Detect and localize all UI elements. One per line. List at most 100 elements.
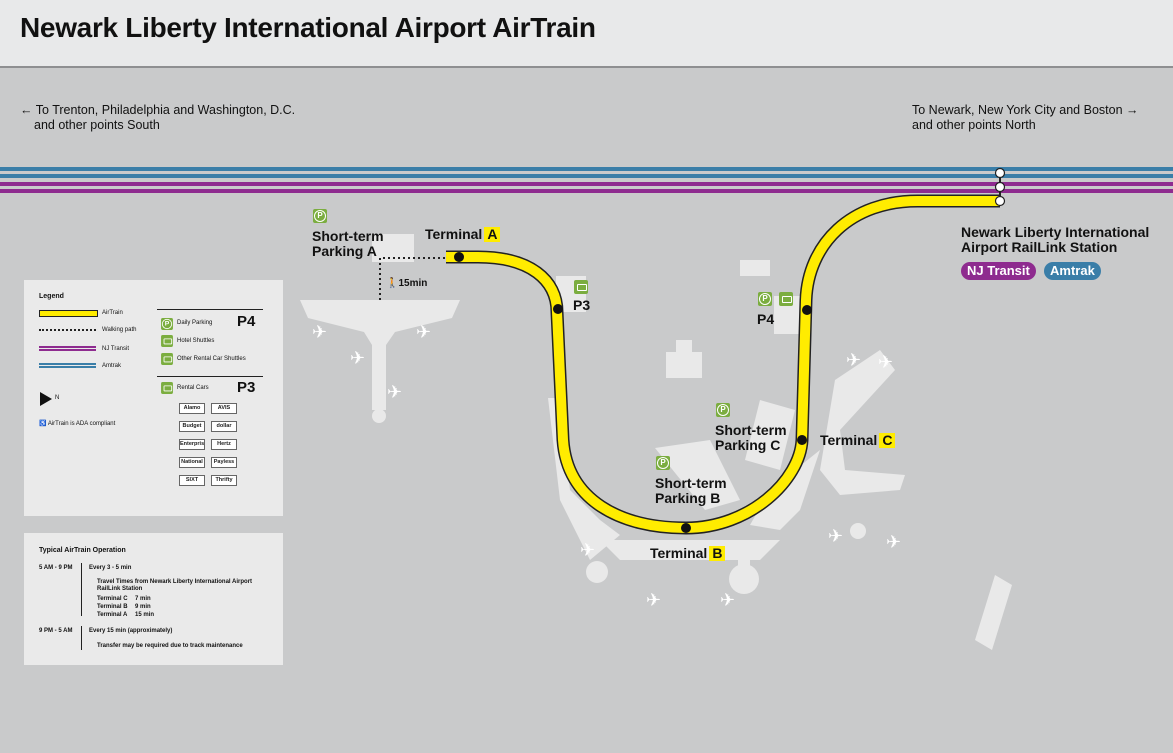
- terminal-a-text: Terminal: [425, 226, 483, 242]
- legend-panel: Legend AirTrain Walking path NJ Transit …: [24, 280, 283, 516]
- terminal-b-west-wing: [548, 398, 620, 560]
- terminal-b-text: Terminal: [650, 545, 708, 561]
- legend-walking-label: Walking path: [102, 327, 137, 333]
- parking-icon: P: [161, 318, 173, 330]
- parking-icon: P: [716, 403, 730, 417]
- nj-transit-line-2: [0, 189, 1173, 193]
- nj-transit-line-1: [0, 182, 1173, 186]
- stop-terminal-b[interactable]: [681, 523, 691, 533]
- short-term-parking-a[interactable]: Short-term Parking A: [312, 229, 384, 259]
- parking-a-line2: Parking A: [312, 243, 377, 259]
- airplane-icon: ✈: [646, 590, 661, 611]
- direction-south-line1: ← To Trenton, Philadelphia and Washingto…: [20, 103, 296, 117]
- legend-north-label: N: [55, 395, 60, 401]
- travel-title-line1: Travel Times from Newark Liberty Interna…: [97, 579, 253, 585]
- stop-p3[interactable]: [553, 304, 563, 314]
- short-term-parking-c[interactable]: Short-term Parking C: [715, 423, 787, 453]
- parking-b-line2: Parking B: [655, 490, 721, 506]
- airplane-icon: ✈: [828, 526, 843, 547]
- direction-north-line2: and other points North: [912, 118, 1036, 132]
- legend-amtrak-label: Amtrak: [102, 363, 122, 369]
- direction-south-line2: and other points South: [34, 118, 160, 132]
- brand-national: National: [179, 457, 205, 468]
- north-arrow-icon: [40, 392, 52, 406]
- airplane-icon: ✈: [580, 540, 595, 561]
- airplane-icon: ✈: [416, 322, 431, 343]
- transfer-note: Transfer may be required due to track ma…: [97, 643, 243, 649]
- page-title: Newark Liberty International Airport Air…: [20, 12, 596, 43]
- stop-terminal-a[interactable]: [454, 252, 464, 262]
- brand-enterprise: Enterprise: [179, 439, 205, 450]
- legend-ada-text: AirTrain is ADA compliant: [47, 421, 116, 427]
- brand-hertz: Hertz: [211, 439, 237, 450]
- legend-airtrain-label: AirTrain: [102, 310, 123, 316]
- legend-other-rental: Other Rental Car Shuttles: [177, 356, 246, 362]
- car-icon: [161, 382, 173, 394]
- direction-north: To Newark, New York City and Boston → an…: [912, 103, 1139, 133]
- terminal-c-badge: C: [879, 433, 896, 448]
- wheelchair-icon: ♿: [39, 421, 48, 427]
- operation-panel: Typical AirTrain Operation 5 AM - 9 PM E…: [24, 533, 283, 665]
- parking-icon: P: [656, 456, 670, 470]
- airplane-icon: ✈: [886, 532, 901, 553]
- walk-time: 🚶15min: [386, 276, 427, 291]
- terminal-c-gate: [850, 523, 866, 539]
- legend-airtrain-swatch: [39, 310, 98, 317]
- parking-a-line1: Short-term: [312, 228, 384, 244]
- raillink-stops: [994, 167, 1006, 207]
- parking-icon: P: [758, 292, 772, 306]
- brand-payless: Payless: [211, 457, 237, 468]
- nj-transit-pill[interactable]: NJ Transit: [961, 262, 1036, 280]
- brand-dollar: dollar: [211, 421, 237, 432]
- p3-label[interactable]: P3: [573, 297, 591, 313]
- walking-person-icon: 🚶: [386, 278, 399, 289]
- terminal-a-end: [372, 409, 386, 423]
- terminal-b-gate-west: [586, 561, 608, 583]
- raillink-line2: Airport RailLink Station: [961, 239, 1118, 255]
- header-bar: Newark Liberty International Airport Air…: [0, 0, 1173, 68]
- travel-terminal: Terminal B: [97, 604, 128, 610]
- amtrak-pill[interactable]: Amtrak: [1044, 262, 1101, 280]
- airplane-icon: ✈: [387, 382, 402, 403]
- parking-b-building: [655, 440, 740, 510]
- operation-title: Typical AirTrain Operation: [39, 547, 126, 554]
- raillink-stop-airtrain[interactable]: [994, 195, 1006, 207]
- brand-avis: AVIS: [211, 403, 237, 414]
- terminal-c-text: Terminal: [820, 432, 878, 448]
- brand-sixt: SIXT: [179, 475, 205, 486]
- terminal-b-gate-east: [729, 564, 759, 594]
- outlying-building: [975, 575, 1012, 650]
- p4-label[interactable]: P4: [757, 311, 775, 327]
- legend-rental-cars: Rental Cars: [177, 385, 209, 391]
- raillink-stop-nj-transit[interactable]: [994, 181, 1006, 193]
- airtrain-stops: [454, 252, 812, 533]
- raillink-stop-amtrak[interactable]: [994, 167, 1006, 179]
- rail-lines: [0, 167, 1173, 193]
- airplane-icons: ✈ ✈ ✈ ✈ ✈ ✈ ✈ ✈ ✈ ✈ ✈: [312, 322, 901, 611]
- terminal-b-badge: B: [709, 546, 726, 561]
- stop-terminal-c[interactable]: [797, 435, 807, 445]
- shuttle-icon: [779, 292, 793, 306]
- airplane-icon: ✈: [878, 352, 893, 373]
- control-building: [666, 340, 702, 378]
- legend-amtrak-swatch: [39, 363, 96, 365]
- raillink-station-label[interactable]: Newark Liberty International Airport Rai…: [961, 225, 1149, 255]
- terminal-a-shape: [300, 300, 460, 410]
- legend-p3: P3: [237, 379, 256, 396]
- airplane-icon: ✈: [720, 590, 735, 611]
- travel-time: 15 min: [135, 612, 155, 618]
- legend-walking-swatch: [39, 329, 96, 331]
- shuttle-icon: [161, 353, 173, 365]
- legend-divider: [157, 376, 263, 377]
- p4-small-building: [740, 260, 770, 276]
- walking-path: [379, 257, 458, 300]
- airplane-icon: ✈: [312, 322, 327, 343]
- terminal-b-connector: [738, 555, 750, 567]
- airplane-icon: ✈: [350, 348, 365, 369]
- stop-p4[interactable]: [802, 305, 812, 315]
- short-term-parking-b[interactable]: Short-term Parking B: [655, 476, 727, 506]
